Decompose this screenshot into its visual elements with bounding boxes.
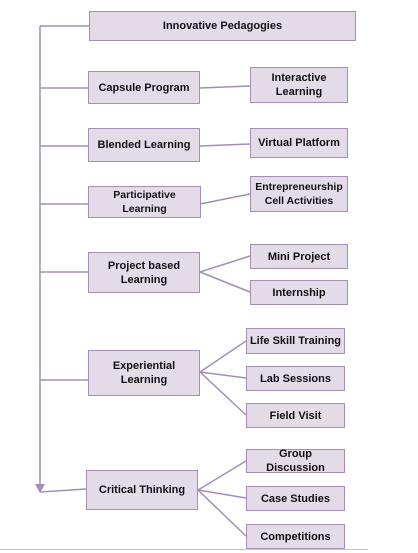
child-node-competitions: Competitions (246, 524, 345, 549)
category-node-experiential-learning: Experiential Learning (88, 350, 200, 396)
child-connector (198, 461, 246, 490)
child-node-field-visit: Field Visit (246, 403, 345, 428)
category-node-blended-learning: Blended Learning (88, 128, 200, 162)
child-connector (200, 256, 250, 272)
branch-connector (40, 489, 86, 492)
child-connector (200, 272, 250, 292)
child-node-virtual-platform: Virtual Platform (250, 128, 348, 158)
child-connector (200, 144, 250, 146)
child-connector (200, 372, 246, 415)
child-connector (200, 372, 246, 378)
category-node-participative-learning: Participative Learning (88, 186, 201, 218)
child-node-life-skill-training: Life Skill Training (246, 328, 345, 354)
child-node-lab-sessions: Lab Sessions (246, 366, 345, 391)
bottom-divider (0, 549, 368, 550)
category-node-capsule-program: Capsule Program (88, 71, 200, 104)
category-node-project-based-learning: Project based Learning (88, 252, 200, 293)
child-connector (200, 341, 246, 372)
child-node-interactive-learning: Interactive Learning (250, 67, 348, 103)
child-connector (200, 86, 250, 88)
child-node-group-discussion: Group Discussion (246, 449, 345, 473)
child-node-case-studies: Case Studies (246, 486, 345, 511)
child-node-internship: Internship (250, 280, 348, 305)
child-node-mini-project: Mini Project (250, 244, 348, 269)
child-node-entrepreneurship-cell-activities: Entrepreneurship Cell Activities (250, 176, 348, 212)
category-node-critical-thinking: Critical Thinking (86, 470, 198, 510)
child-connector (200, 194, 250, 204)
root-node: Innovative Pedagogies (89, 11, 356, 41)
